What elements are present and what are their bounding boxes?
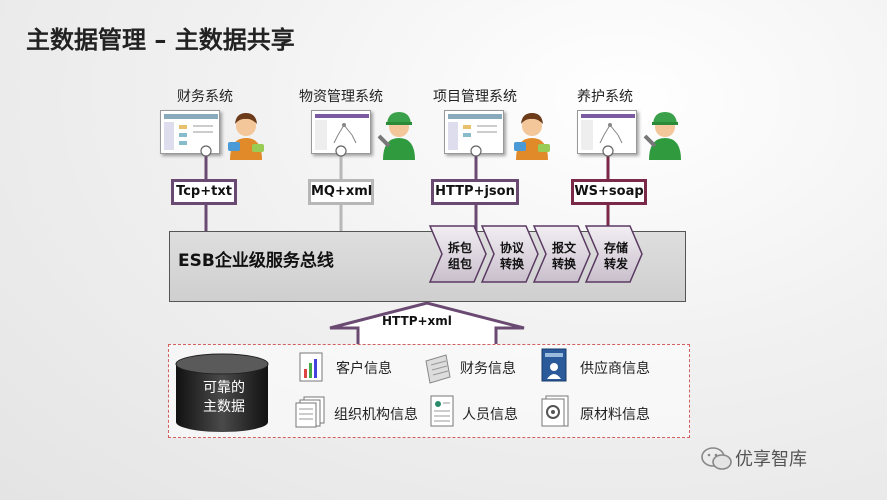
system-project[interactable]: 项目管理系统 (420, 86, 570, 166)
bottom-protocol-label: HTTP+xml (382, 314, 452, 328)
engineer-icon (510, 108, 554, 160)
screen-icon (160, 110, 220, 154)
system-label: 项目管理系统 (433, 89, 517, 105)
protocol-badge: HTTP+json (431, 179, 519, 205)
page-title: 主数据管理 – 主数据共享 (26, 26, 295, 54)
system-label: 物资管理系统 (299, 89, 383, 105)
esb-step-store: 存储 转发 (603, 241, 628, 271)
protocol-badge: WS+soap (571, 179, 647, 205)
info-label: 原材料信息 (580, 407, 650, 423)
system-label: 养护系统 (577, 89, 633, 105)
esb-step-protocol: 协议 转换 (499, 241, 524, 271)
customer-chart-icon (298, 351, 326, 383)
info-label: 财务信息 (460, 361, 516, 377)
supplier-card-icon (540, 347, 568, 382)
esb-step-message: 报文 转换 (551, 241, 576, 271)
esb-step-unpack: 拆包 组包 (447, 241, 472, 271)
system-maintenance[interactable]: 养护系统 (555, 86, 705, 166)
protocol-badge: MQ+xml (308, 179, 374, 205)
watermark: 优享智库 (735, 449, 807, 470)
screen-icon (311, 110, 371, 154)
finance-doc-icon (424, 353, 452, 385)
wechat-icon (701, 447, 732, 470)
info-label: 人员信息 (462, 407, 518, 423)
esb-label: ESB企业级服务总线 (178, 251, 334, 271)
screen-icon (444, 110, 504, 154)
system-label: 财务系统 (177, 89, 233, 105)
info-label: 供应商信息 (580, 361, 650, 377)
screen-icon (577, 110, 637, 154)
system-finance[interactable]: 财务系统 (150, 86, 300, 166)
engineer-icon (224, 108, 268, 160)
info-label: 客户信息 (336, 361, 392, 377)
worker-icon (643, 108, 687, 160)
worker-icon (377, 108, 421, 160)
database-label: 可靠的 主数据 (203, 380, 245, 415)
material-doc-icon (540, 394, 569, 427)
info-label: 组织机构信息 (334, 407, 418, 423)
org-docs-icon (294, 395, 325, 428)
person-doc-icon (428, 394, 456, 427)
protocol-badge: Tcp+txt (171, 179, 237, 205)
